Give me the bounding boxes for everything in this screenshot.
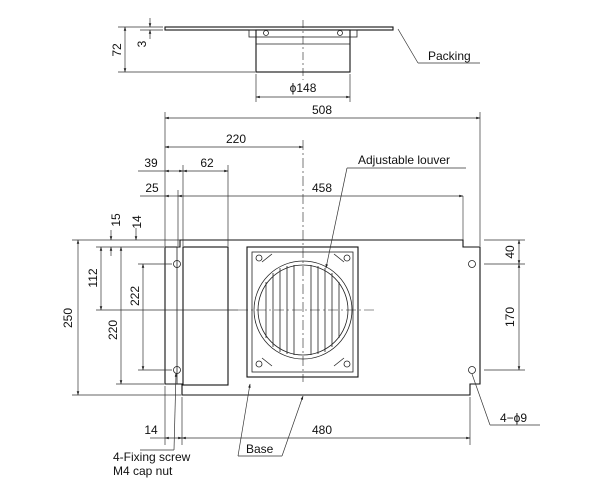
- label-adjustable-louver: Adjustable louver: [358, 153, 450, 167]
- dim-72-label: 72: [110, 43, 124, 57]
- dim-222-label: 222: [128, 286, 142, 306]
- dim-170-label: 170: [503, 307, 517, 327]
- dim-39-label: 39: [144, 156, 158, 170]
- label-base: Base: [246, 442, 274, 456]
- dim-40-label: 40: [503, 245, 517, 259]
- label-cap-nut: M4 cap nut: [113, 464, 173, 478]
- dim-14-bottom-label: 14: [144, 423, 158, 437]
- dim-458-label: 458: [312, 181, 332, 195]
- top-view: 72 3 ϕ148 Packing: [110, 18, 480, 102]
- dim-220-left-label: 220: [106, 320, 120, 340]
- dim-fan-diameter-label: ϕ148: [290, 81, 317, 95]
- dim-14-top-label: 14: [130, 215, 144, 229]
- dim-15-label: 15: [109, 213, 123, 227]
- dim-220-top-label: 220: [226, 132, 246, 146]
- fan-frame: [246, 246, 359, 378]
- label-fixing-screw: 4-Fixing screw: [113, 450, 191, 464]
- dim-480-label: 480: [312, 423, 332, 437]
- label-packing: Packing: [428, 49, 471, 63]
- label-hole: 4−ϕ9: [500, 411, 527, 425]
- dim-250-label: 250: [61, 308, 75, 328]
- dim-3-label: 3: [135, 40, 149, 47]
- dim-25-label: 25: [145, 181, 159, 195]
- dim-508-label: 508: [312, 103, 332, 117]
- front-view: 508 220 39 62 25 458 15 14 250 112 220: [61, 103, 540, 478]
- side-bracket: [182, 246, 229, 386]
- dim-62-label: 62: [200, 156, 214, 170]
- dim-112-label: 112: [86, 268, 100, 287]
